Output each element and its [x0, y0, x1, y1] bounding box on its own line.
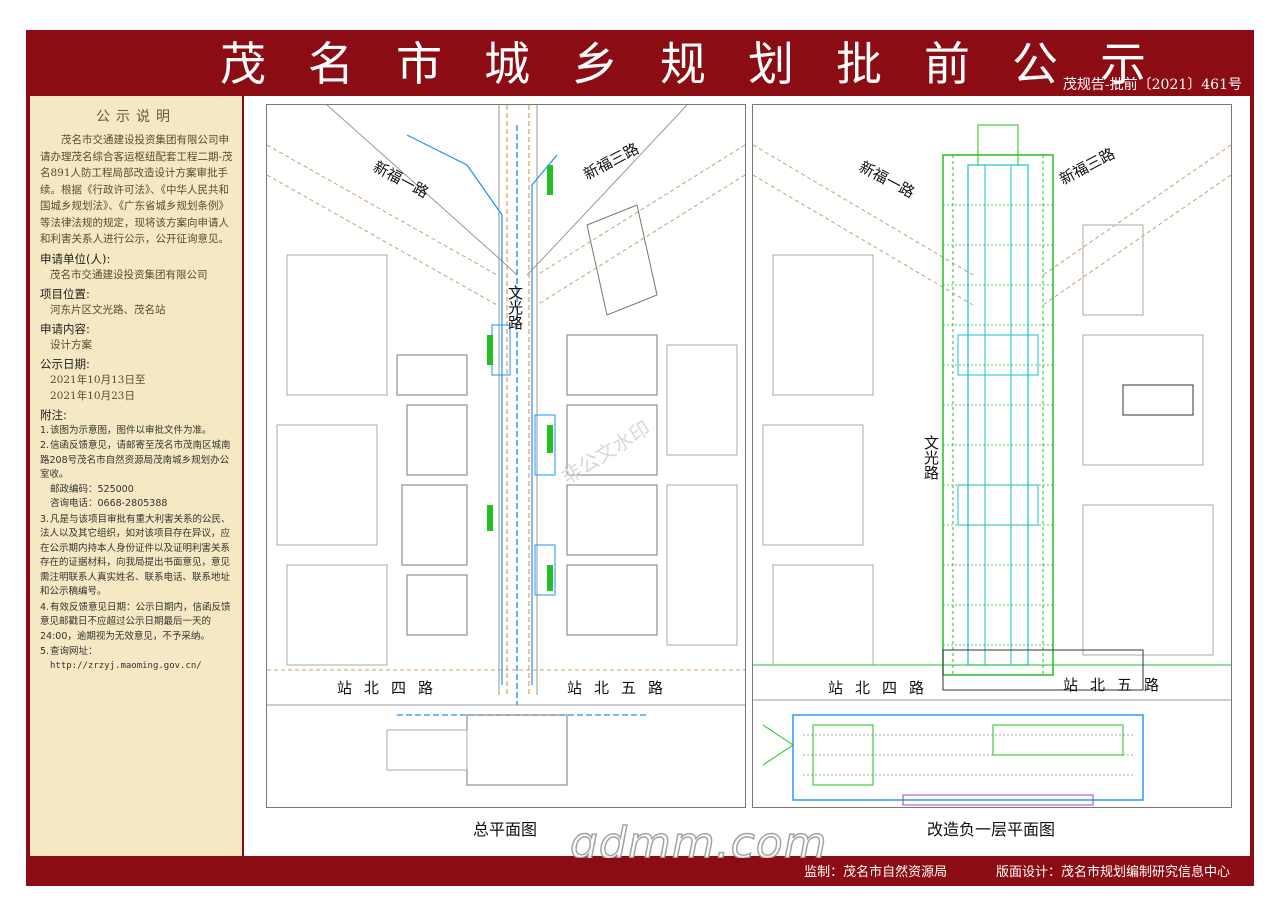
postcode: 邮政编码：525000 — [50, 483, 134, 495]
title-bar: 茂名市城乡规划批前公示 茂规告-批前〔2021〕461号 — [30, 34, 1250, 94]
date-label: 公示日期: — [40, 356, 90, 371]
road-label-wenguang: 文光路 — [506, 285, 524, 330]
road-label-xinfu: 新福一路 — [856, 158, 917, 202]
location-label: 项目位置: — [40, 286, 90, 301]
note-item: 3.凡是与该项目审批有重大利害关系的公民、法人以及其它组织，如对该项目存在异议，… — [40, 513, 231, 598]
applicant-label: 申请单位(人): — [40, 251, 111, 266]
drawings-area: 新福一路 新福三路 文光路 站北四路 站北五路 非公文水印 总平面图 — [244, 96, 1250, 856]
date-end: 2021年10月23日 — [50, 389, 135, 402]
applicant-value: 茂名市交通建设投资集团有限公司 — [50, 268, 208, 281]
notice-heading: 公示说明 — [96, 109, 176, 125]
note-item: 4.有效反馈意见日期：公示日期内，信函反馈意见邮戳日不应超过公示日期最后一天的2… — [40, 601, 231, 642]
query-url-link[interactable]: http://zrzyj.maoming.gov.cn/ — [50, 660, 202, 671]
unofficial-stamp: 非公文水印 — [557, 416, 655, 489]
content-value: 设计方案 — [50, 338, 92, 351]
notes-label: 附注: — [40, 407, 67, 422]
note-item: 5.查询网址： — [40, 646, 98, 657]
road-label-xinfu: 新福一路 — [370, 158, 431, 202]
note-item: 2.信函反馈意见，请邮寄至茂名市茂南区城南路208号茂名市自然资源局茂南城乡规划… — [30, 438, 242, 512]
footer-credits: 监制：茂名市自然资源局 版面设计：茂名市规划编制研究信息中心 — [804, 861, 1230, 880]
footer-bar: 监制：茂名市自然资源局 版面设计：茂名市规划编制研究信息中心 — [30, 858, 1250, 882]
road-label-zhanbei5: 站北五路 — [1063, 676, 1171, 694]
phone: 咨询电话：0668-2805388 — [50, 498, 168, 509]
road-label-xinfu3: 新福三路 — [580, 139, 641, 183]
road-label-wenguang: 文光路 — [922, 435, 940, 480]
document-number: 茂规告-批前〔2021〕461号 — [1062, 77, 1242, 93]
page-title: 茂名市城乡规划批前公示 — [220, 37, 1188, 91]
location-value: 河东片区文光路、茂名站 — [50, 303, 166, 316]
basement-plan-caption: 改造负一层平面图 — [926, 820, 1055, 839]
road-label-xinfu3: 新福三路 — [1056, 144, 1117, 188]
basement-plan-map: 新福一路 新福三路 文光路 站北四路 站北五路 — [752, 104, 1232, 808]
notice-panel: 公示说明 茂名市交通建设投资集团有限公司申请办理茂名综合客运枢纽配套工程二期-茂… — [30, 96, 242, 856]
date-start: 2021年10月13日至 — [50, 373, 146, 386]
site-plan-map: 新福一路 新福三路 文光路 站北四路 站北五路 非公文水印 — [266, 104, 746, 808]
road-label-zhanbei4: 站北四路 — [828, 679, 936, 697]
footer-supervisor: 监制：茂名市自然资源局 — [804, 865, 948, 880]
note-item: 1.该图为示意图，图件以审批文件为准。 — [40, 424, 212, 436]
footer-designer: 版面设计：茂名市规划编制研究信息中心 — [995, 865, 1230, 880]
notice-intro: 茂名市交通建设投资集团有限公司申请办理茂名综合客运枢纽配套工程二期-茂名891人… — [40, 134, 233, 245]
road-label-zhanbei4: 站北四路 — [337, 679, 445, 697]
content-label: 申请内容: — [40, 321, 90, 336]
road-label-zhanbei5: 站北五路 — [567, 679, 675, 697]
site-plan-caption: 总平面图 — [472, 820, 537, 839]
